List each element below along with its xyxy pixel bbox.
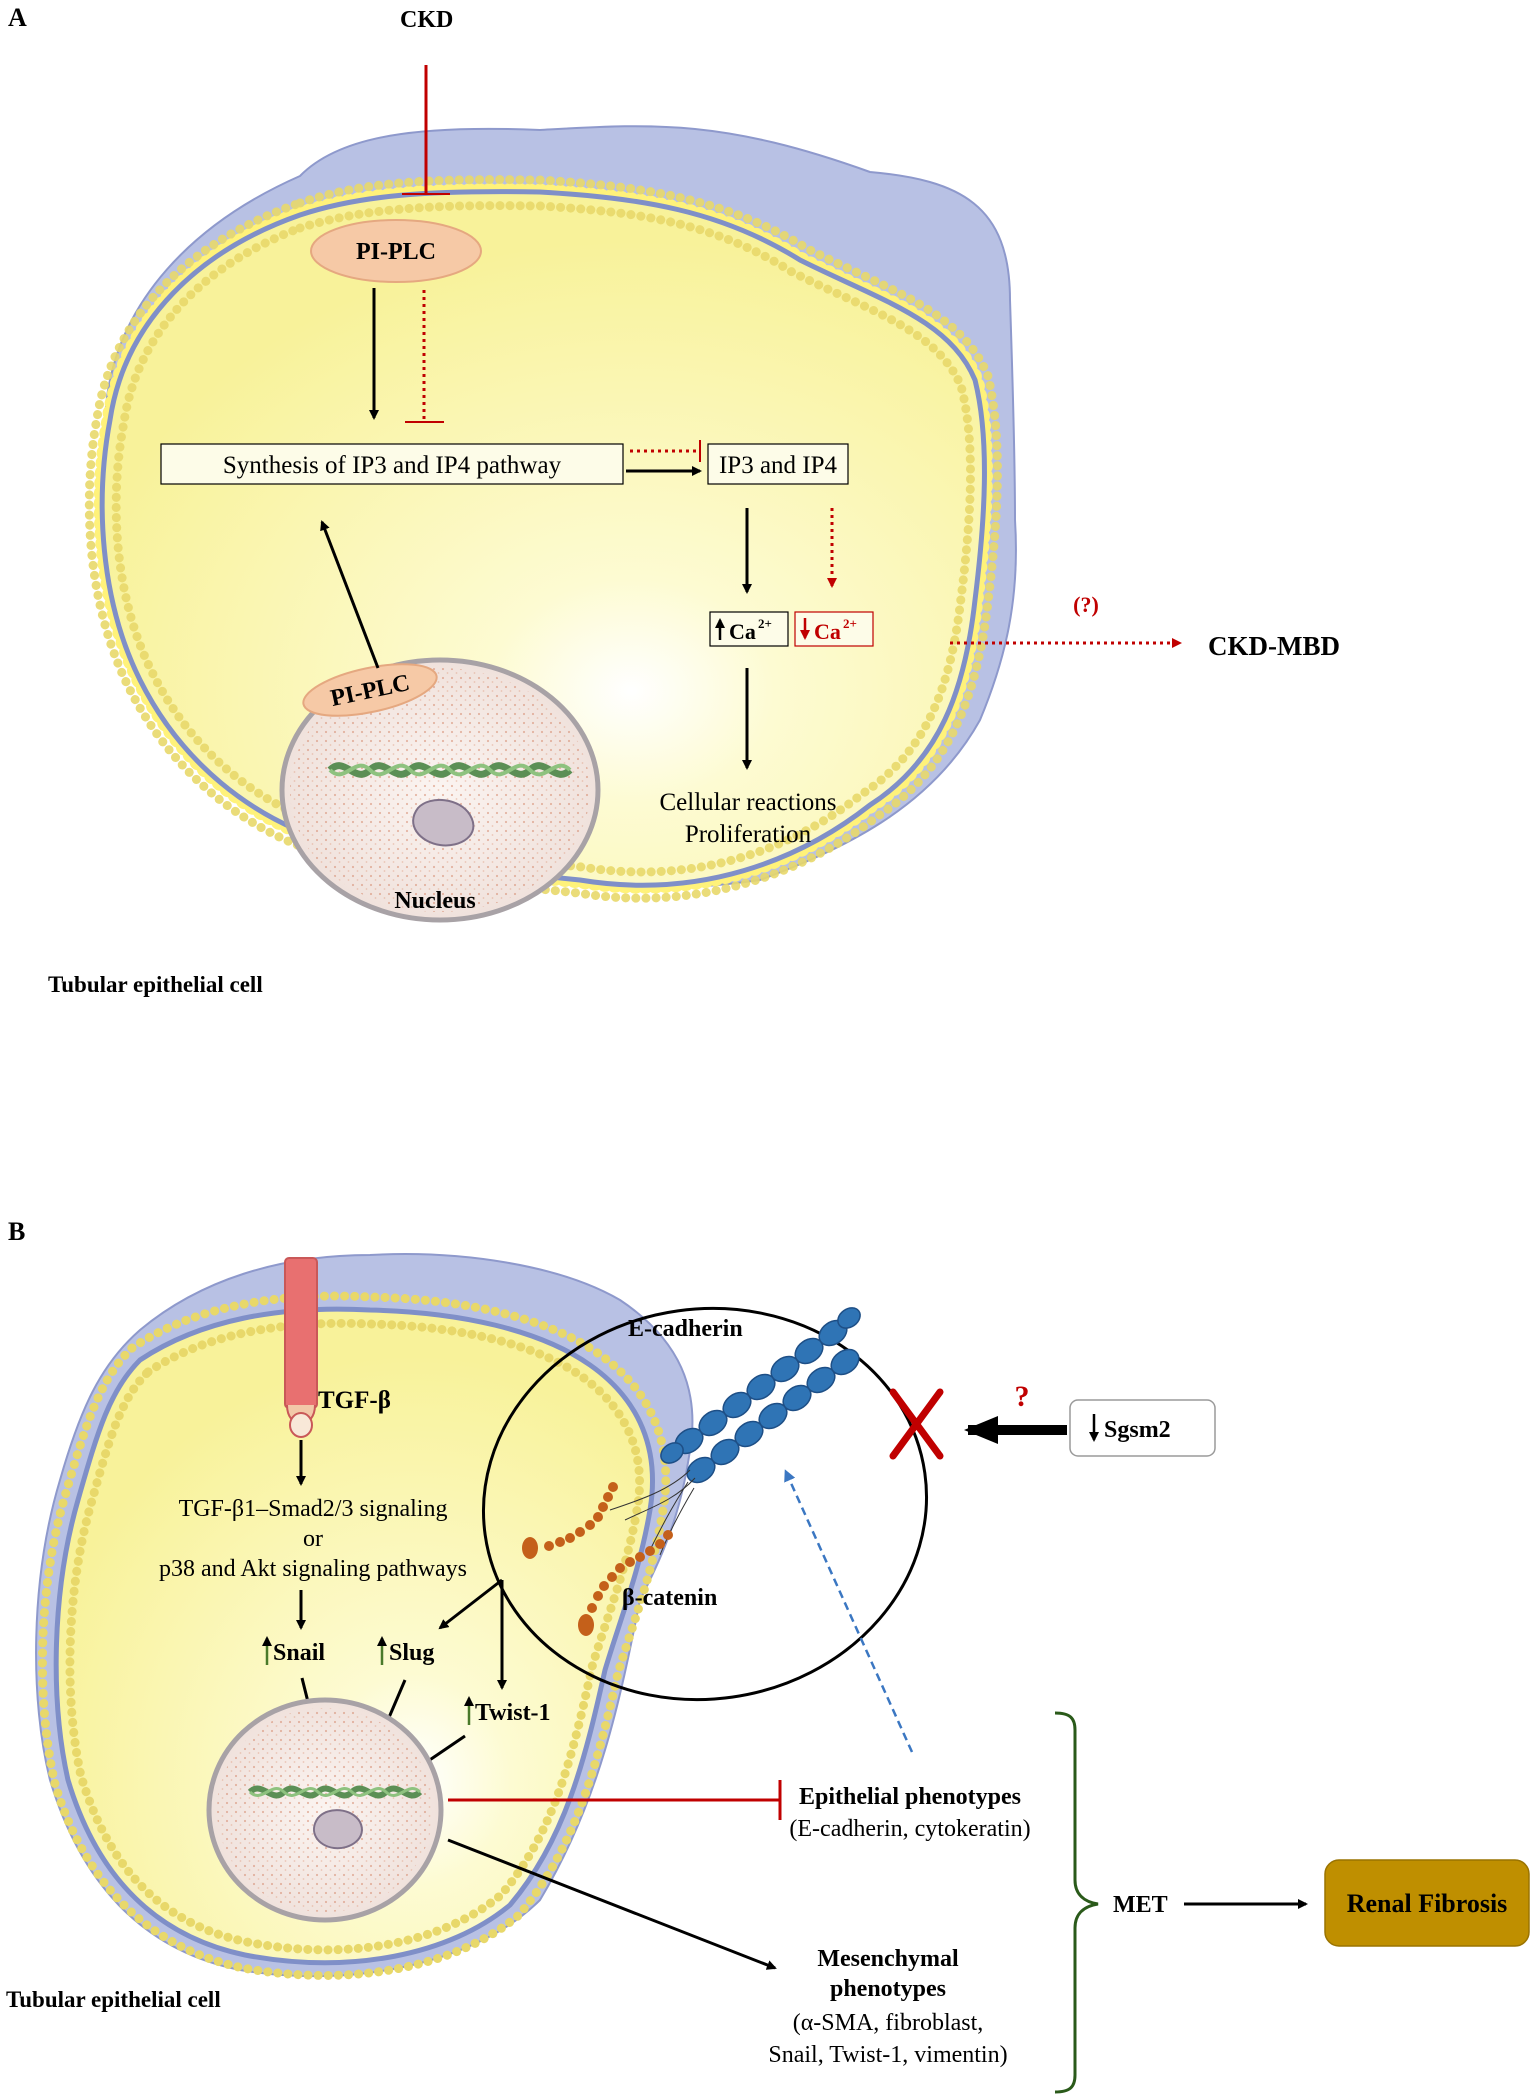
twist-label: Twist-1 — [475, 1700, 551, 1726]
e-cadherin-molecule — [660, 1307, 861, 1484]
signaling-line2: or — [303, 1526, 323, 1552]
slug-label: Slug — [389, 1640, 434, 1666]
snail-label: Snail — [273, 1640, 325, 1666]
nuclear-pi-plc-to-synthesis-arrow — [320, 520, 380, 669]
cell-membrane-outer-beads — [84, 175, 1002, 903]
phenotype-bracket — [1054, 1711, 1099, 2094]
mesenchymal-title1: Mesenchymal — [817, 1946, 959, 1972]
ca-decrease-box: Ca 2+ — [794, 611, 874, 647]
ca-down-label: Ca — [814, 619, 841, 644]
pi-plc-membrane-label: PI-PLC — [356, 239, 436, 265]
mesenchymal-detail1: (α-SMA, fibroblast, — [793, 2010, 984, 2036]
signaling-line1: TGF-β1–Smad2/3 signaling — [179, 1496, 448, 1522]
mesenchymal-title2: phenotypes — [830, 1976, 946, 2002]
nucleus: Nucleus — [279, 657, 601, 923]
pi-plc-membrane-enzyme: PI-PLC — [310, 219, 482, 283]
nucleus-b — [206, 1697, 444, 1923]
epithelial-detail: (E-cadherin, cytokeratin) — [789, 1816, 1030, 1842]
ca-up-label: Ca — [729, 619, 756, 644]
nucleus-label: Nucleus — [394, 888, 475, 914]
panel-a: A CKD PI-PLC Synthesis of IP3 and IP4 pa… — [8, 3, 1340, 997]
nucleus-to-mesenchymal-arrow — [447, 1838, 777, 1970]
beta-catenin-label: β-catenin — [622, 1585, 717, 1611]
ecadherin-callout-circle — [481, 1306, 929, 1702]
cell-membrane-outer-beads-b — [37, 1291, 671, 1980]
chromatin-cluster — [412, 798, 475, 847]
signaling-line3: p38 and Akt signaling pathways — [159, 1556, 467, 1582]
epithelial-title: Epithelial phenotypes — [799, 1784, 1021, 1810]
ca-increase-box: Ca 2+ — [709, 611, 789, 647]
ckd-mbd-label: CKD-MBD — [1208, 631, 1340, 661]
cell-membrane-inner-beads-b — [65, 1318, 645, 1955]
panel-a-letter: A — [8, 3, 27, 32]
ip3-ip4-box — [707, 443, 849, 485]
renal-fibrosis-box — [1324, 1859, 1530, 1947]
signal-to-slug-arrow — [438, 1578, 503, 1630]
cellular-reactions-label: Cellular reactions — [659, 789, 836, 816]
cell-label-a: Tubular epithelial cell — [48, 972, 263, 997]
panel-b: B TGF-β TGF-β1–Smad2/3 signaling or p38 … — [6, 1217, 1530, 2094]
synthesis-box — [160, 443, 624, 485]
beta-catenin-chain-1 — [522, 1482, 618, 1559]
pi-plc-nuclear-enzyme: PI-PLC — [302, 663, 438, 717]
met-label: MET — [1113, 1892, 1168, 1918]
sgsm2-question: ? — [1015, 1380, 1030, 1413]
panel-b-letter: B — [8, 1217, 25, 1246]
chromatin-cluster-b — [313, 1809, 363, 1850]
ckd-label: CKD — [400, 7, 453, 33]
ca-down-superscript: 2+ — [843, 616, 857, 631]
mesenchymal-detail2: Snail, Twist-1, vimentin) — [768, 2042, 1007, 2068]
block-x-icon — [889, 1388, 944, 1460]
catenin-tethers — [609, 1469, 696, 1556]
renal-fibrosis-label: Renal Fibrosis — [1347, 1889, 1508, 1918]
synthesis-label: Synthesis of IP3 and IP4 pathway — [223, 452, 562, 479]
ip3-ip4-label: IP3 and IP4 — [719, 452, 838, 479]
cell-label-b: Tubular epithelial cell — [6, 1987, 221, 2012]
sgsm2-box — [1069, 1399, 1216, 1457]
e-cadherin-label: E-cadherin — [628, 1316, 743, 1342]
ca-up-superscript: 2+ — [758, 616, 772, 631]
sgsm2-label: Sgsm2 — [1104, 1417, 1171, 1443]
tgf-beta-receptor — [284, 1257, 318, 1438]
ckd-mbd-question: (?) — [1073, 592, 1099, 617]
tgf-beta-label: TGF-β — [318, 1387, 391, 1414]
beta-catenin-chain-2 — [578, 1530, 673, 1636]
cell-membrane-inner-beads — [111, 201, 975, 877]
epithelial-to-ecadherin-dashed-arrow — [784, 1469, 914, 1753]
proliferation-label: Proliferation — [685, 821, 812, 848]
